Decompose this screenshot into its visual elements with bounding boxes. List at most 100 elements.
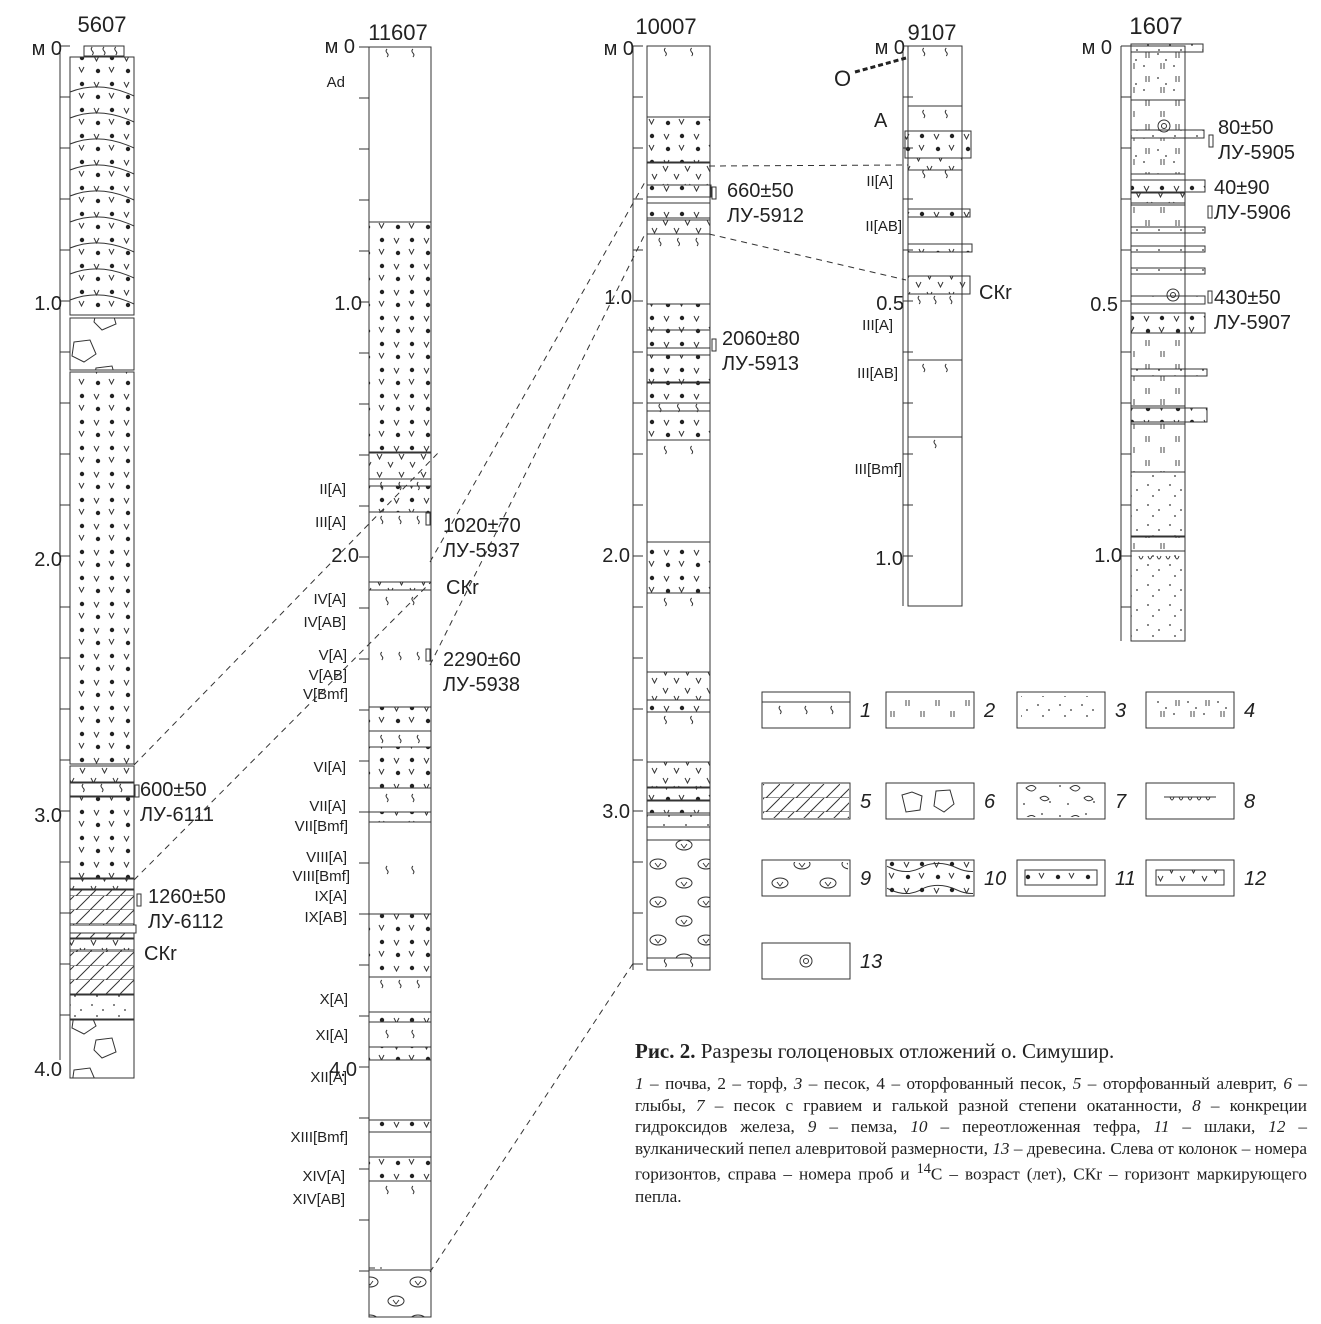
radiocarbon-age: 1260±50 [148, 886, 226, 908]
soil-mark [695, 237, 699, 247]
layer-block [69, 924, 137, 934]
layer-block [1130, 179, 1206, 193]
layer-block [1130, 192, 1186, 204]
caption-segment: 8 [1192, 1095, 1201, 1115]
layer-block [1130, 129, 1205, 139]
soil-mark [380, 515, 384, 525]
legend-shape [1196, 796, 1202, 801]
soil-mark [922, 47, 926, 57]
correlation-line [708, 233, 907, 281]
soil-mark [411, 48, 415, 58]
caption-segment: – переотложенная тефра, [927, 1117, 1154, 1137]
layer-block [1130, 550, 1186, 642]
correlation-line [429, 181, 646, 563]
caption-segment: 14 [916, 1161, 931, 1178]
soil-mark [690, 958, 694, 968]
horizon-label: VII[Bmf] [295, 818, 348, 835]
depth-label: 3.0 [602, 801, 630, 823]
legend-swatch [761, 942, 851, 980]
legend-shape [803, 958, 809, 964]
soil-mark [416, 979, 420, 989]
legend-shape [1178, 796, 1184, 801]
layer-block [646, 541, 711, 594]
horizon-label: V[AB] [309, 667, 347, 684]
layer-block [907, 208, 971, 218]
horizon-label: III[Bmf] [854, 461, 902, 478]
layer-block [646, 202, 711, 219]
layer-block [1130, 375, 1186, 407]
layer-block [1130, 471, 1186, 537]
wood-mark [1170, 292, 1176, 298]
soil-mark [944, 363, 948, 373]
soil-mark [663, 47, 667, 57]
correlation-line [133, 581, 432, 881]
caption-segment: – конкреции гидроксидов железа, [635, 1095, 1308, 1137]
caption-segment: – глыбы, [635, 1074, 1307, 1115]
soil-mark [119, 783, 123, 793]
iron-concretion [1174, 555, 1180, 560]
soil-mark [663, 958, 667, 968]
layer-block [69, 796, 135, 879]
tephra-line [69, 268, 135, 279]
caption-segment: – почва, 2 – торф, [643, 1074, 794, 1093]
soil-mark [102, 46, 106, 56]
depth-label: 1.0 [34, 293, 62, 315]
sample-marker [711, 186, 717, 200]
layer-block [646, 219, 711, 235]
legend-number: 4 [1244, 700, 1255, 722]
soil-mark [411, 1029, 415, 1039]
legend-shape [1169, 796, 1175, 801]
column-id: 10007 [635, 14, 696, 39]
soil-mark [933, 439, 937, 449]
caption-segment: 9 [807, 1117, 817, 1137]
sample-marker [1208, 134, 1214, 148]
marker-ash-label: СКr [144, 943, 177, 965]
depth-label: 2.0 [331, 545, 359, 567]
tephra-line [69, 138, 135, 149]
soil-mark [416, 734, 420, 744]
horizon-label: XIII[Bmf] [290, 1129, 348, 1146]
layer-block [646, 303, 711, 331]
sample-number: ЛУ-5938 [443, 674, 520, 696]
legend-item-1: 1 [761, 691, 871, 729]
column-id: 5607 [78, 12, 127, 37]
wood-mark [1161, 123, 1167, 129]
horizon-label: III[A] [862, 317, 893, 334]
sample-number: ЛУ-5906 [1214, 202, 1291, 224]
soil-mark [830, 705, 834, 715]
legend-shape [901, 791, 923, 813]
soil-mark [663, 597, 667, 607]
caption-segment: – пемза, [816, 1117, 911, 1137]
layer-block [1130, 295, 1206, 305]
layer-block [646, 329, 711, 349]
layer-block [368, 1046, 432, 1061]
iron-concretion [1147, 555, 1153, 560]
depth-label: 4.0 [329, 1059, 357, 1081]
sample-marker [134, 784, 140, 798]
legend-number: 12 [1244, 868, 1266, 890]
caption-segment: 10 [910, 1117, 928, 1137]
soil-mark [411, 596, 415, 606]
legend-fill [764, 862, 848, 894]
correlation-line [429, 961, 635, 1273]
soil-mark [398, 979, 402, 989]
legend-number: 2 [983, 700, 995, 722]
soil-mark [380, 734, 384, 744]
figure-caption: Рис. 2. Разрезы голоценовых отложений о.… [635, 1038, 1307, 1207]
depth-label: 0.5 [876, 293, 904, 315]
legend-shape [1205, 796, 1211, 801]
caption-segment: 5 [1072, 1074, 1082, 1093]
legend-item-3: 3 [1016, 691, 1126, 729]
sample-number: ЛУ-5937 [443, 540, 520, 562]
legend-number: 1 [860, 700, 871, 722]
soil-mark [778, 705, 782, 715]
sample-marker [1207, 205, 1213, 219]
sample-number: ЛУ-6112 [148, 911, 224, 933]
radiocarbon-age: 40±90 [1214, 177, 1269, 199]
layer-block [646, 839, 711, 959]
layer-block [646, 184, 712, 198]
depth-label: 1.0 [875, 548, 903, 570]
